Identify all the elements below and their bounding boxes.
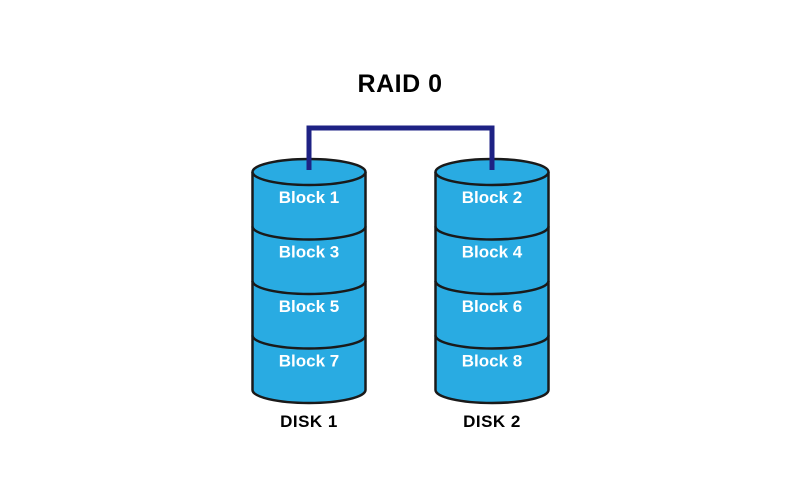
disk-connector-line <box>306 125 495 170</box>
disk-label: DISK 1 <box>280 412 338 431</box>
block-separator <box>434 335 550 350</box>
block-separator <box>434 226 550 241</box>
disk-body <box>434 172 550 405</box>
block-label: Block 7 <box>279 352 339 371</box>
block-separator <box>251 226 367 241</box>
block-separator <box>251 280 367 296</box>
disk-label: DISK 2 <box>463 412 521 431</box>
block-label: Block 5 <box>279 297 339 316</box>
block-label: Block 4 <box>462 243 523 262</box>
disk-body <box>251 172 367 405</box>
block-label: Block 6 <box>462 297 522 316</box>
diagram-title: RAID 0 <box>357 70 443 98</box>
disk-cylinder: Block 2 Block 4 Block 6 Block 8 <box>434 157 550 405</box>
block-label: Block 3 <box>279 243 339 262</box>
block-label: Block 8 <box>462 352 522 371</box>
block-separator <box>251 335 367 350</box>
disk-cylinder: Block 1 Block 3 Block 5 Block 7 <box>251 157 367 405</box>
block-label: Block 2 <box>462 188 522 207</box>
block-separator <box>434 280 550 296</box>
block-label: Block 1 <box>279 188 339 207</box>
